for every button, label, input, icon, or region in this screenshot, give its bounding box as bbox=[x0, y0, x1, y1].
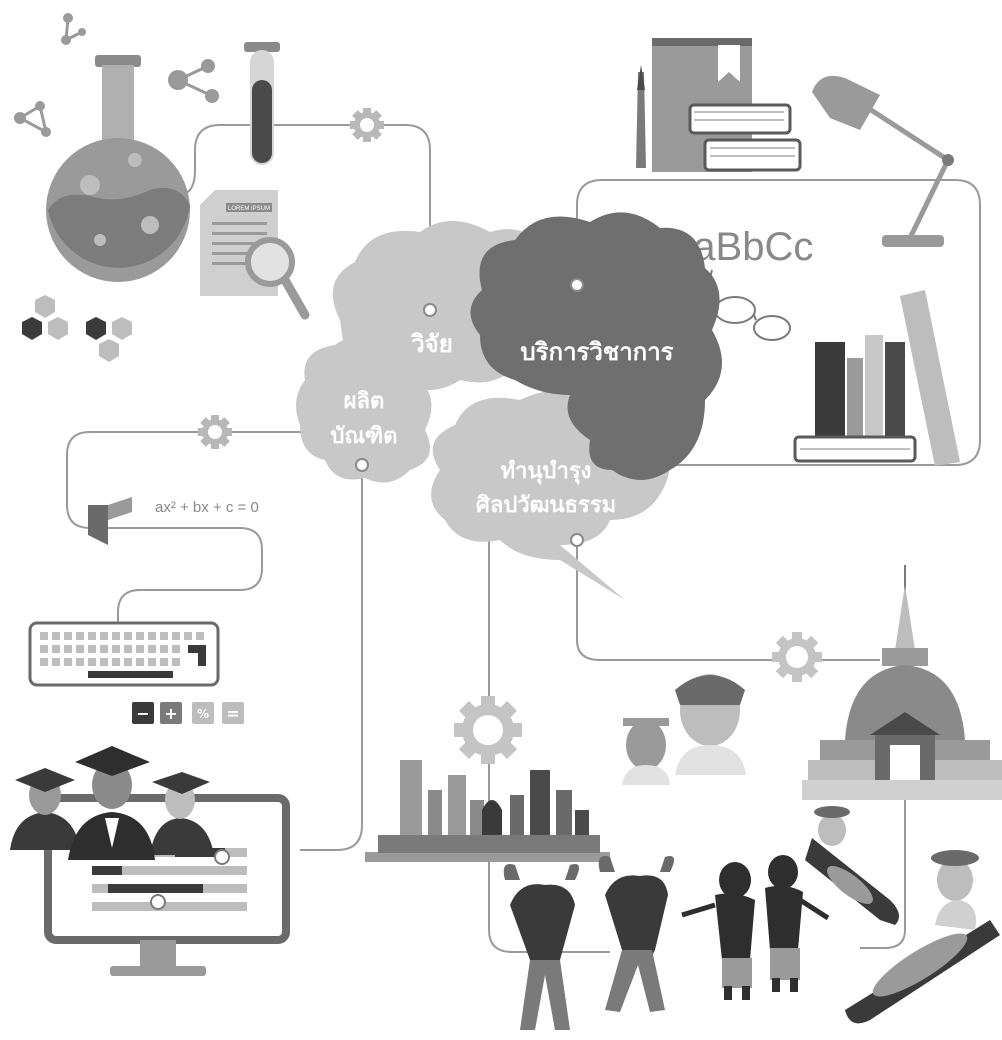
geometry-shape-icon bbox=[88, 497, 132, 545]
culture-label-line2: ศิลปวัฒนธรรม bbox=[476, 493, 616, 518]
connector-graduate-down bbox=[300, 465, 363, 851]
graduate-label-line2: บัณฑิต bbox=[331, 424, 398, 449]
connector-node bbox=[355, 458, 369, 472]
connector-academic bbox=[576, 179, 981, 466]
connector-boats bbox=[860, 800, 906, 949]
test-tube-icon bbox=[244, 42, 280, 165]
fountain-pen-icon bbox=[636, 65, 646, 168]
equation-text: ax² + bx + c = 0 bbox=[155, 499, 259, 516]
calc-percent-key: % bbox=[197, 707, 209, 721]
academic-service-label: บริการวิชาการ bbox=[520, 338, 673, 366]
flask-icon bbox=[46, 55, 190, 282]
connector-culture-right bbox=[576, 540, 880, 661]
gear-icon bbox=[350, 108, 384, 142]
calc-equals-key: = bbox=[226, 704, 239, 723]
desk-lamp-icon bbox=[812, 75, 954, 247]
bookshelf-icon bbox=[793, 290, 960, 466]
connector-graduate bbox=[66, 431, 340, 626]
glasses-icon bbox=[709, 269, 791, 341]
connector-culture-left bbox=[488, 520, 610, 953]
graduate-label-line1: ผลิต bbox=[344, 389, 385, 414]
research-label: วิจัย bbox=[411, 330, 453, 358]
molecule-icon bbox=[14, 13, 219, 137]
academic-service-cloud: บริการวิชาการ bbox=[470, 212, 722, 480]
hill-tribe-people-icon bbox=[622, 674, 746, 785]
connector-lines bbox=[66, 124, 981, 953]
stupa-icon bbox=[802, 565, 1002, 800]
hexagon-cluster-icon bbox=[22, 295, 132, 362]
temple-ruins-icon bbox=[365, 760, 610, 862]
document-header-text: LOREM IPSUM bbox=[228, 206, 270, 212]
graduates-icon bbox=[10, 746, 214, 860]
gear-icon bbox=[772, 632, 822, 682]
dancers-icon bbox=[503, 856, 674, 1030]
gear-icon bbox=[454, 696, 522, 764]
calculator-keys-icon: − + % = bbox=[132, 702, 244, 724]
connector-node bbox=[423, 303, 437, 317]
culture-label-line1: ทำนุบำรุง bbox=[501, 459, 592, 485]
graduate-cloud: ผลิต บัณฑิต bbox=[296, 336, 432, 483]
connector-node bbox=[570, 278, 584, 292]
document-magnifier-icon: LOREM IPSUM bbox=[200, 190, 310, 320]
books-stack-icon bbox=[652, 38, 802, 172]
gear-icon bbox=[198, 415, 232, 449]
calc-minus-key: − bbox=[136, 704, 149, 723]
calc-plus-key: + bbox=[164, 704, 177, 723]
puppets-icon bbox=[681, 855, 830, 1000]
connector-node bbox=[570, 533, 584, 547]
connector-research bbox=[177, 124, 431, 308]
keyboard-icon bbox=[28, 621, 220, 687]
floating-market-boat-icon bbox=[805, 806, 1000, 1024]
